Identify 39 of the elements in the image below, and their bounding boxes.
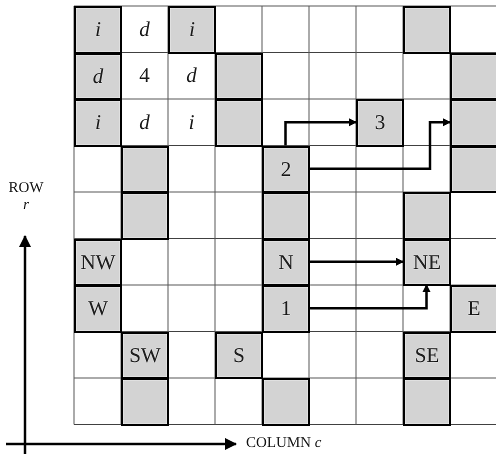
cell-label: 4 (121, 52, 168, 99)
shaded-cell: NE (403, 238, 451, 286)
axis-label: COLUMN c (246, 435, 322, 452)
shaded-cell: W (74, 285, 122, 332)
cell-label: i (168, 99, 215, 146)
shaded-cell: d (74, 52, 122, 100)
shaded-cell (121, 378, 169, 426)
shaded-cell (215, 52, 263, 100)
shaded-cell (121, 192, 169, 240)
shaded-cell (262, 192, 310, 240)
shaded-cell (121, 146, 169, 193)
shaded-cell: i (74, 99, 122, 146)
shaded-cell: NW (74, 238, 122, 286)
shaded-cell: i (74, 6, 122, 54)
cell-label: d (121, 6, 168, 52)
axis-label: ROW r (8, 180, 44, 213)
shaded-cell (403, 378, 451, 426)
shaded-cell: SE (403, 332, 451, 379)
arrow (309, 118, 451, 170)
shaded-cell: SW (121, 332, 169, 379)
shaded-cell (262, 378, 310, 426)
shaded-cell (450, 52, 496, 100)
arrow (309, 258, 404, 266)
shaded-cell: 2 (262, 146, 310, 193)
arrow (284, 118, 357, 146)
arrow (309, 284, 430, 310)
shaded-cell (215, 99, 263, 146)
shaded-cell (403, 192, 451, 240)
shaded-cell: i (168, 6, 216, 54)
shaded-cell: 3 (356, 99, 404, 146)
shaded-cell: S (215, 332, 263, 379)
shaded-cell (450, 99, 496, 146)
cell-label: d (168, 52, 215, 99)
shaded-cell (403, 6, 451, 54)
shaded-cell: 1 (262, 285, 310, 332)
shaded-cell: N (262, 238, 310, 286)
shaded-cell: E (450, 285, 496, 332)
cell-label: d (121, 99, 168, 146)
shaded-cell (450, 146, 496, 193)
